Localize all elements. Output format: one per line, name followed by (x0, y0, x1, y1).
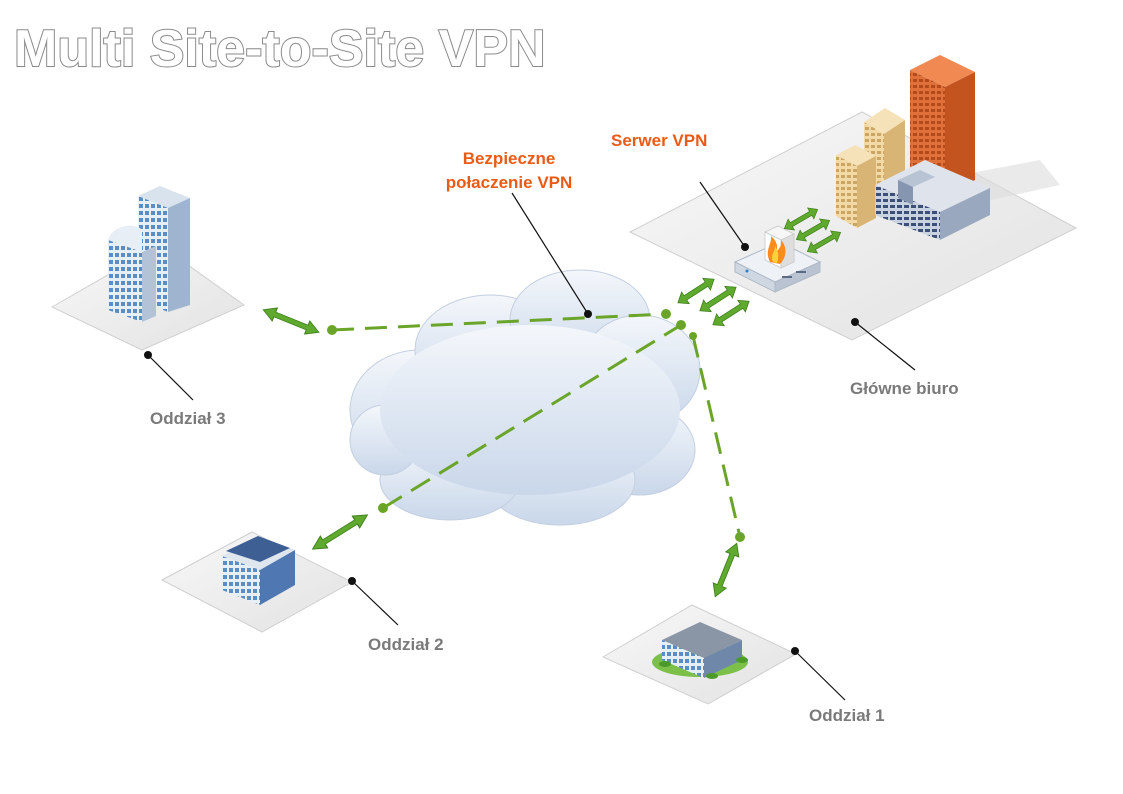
cloud-icon (349, 269, 701, 526)
branch2-label: Oddział 2 (368, 635, 444, 654)
branch3-label: Oddział 3 (150, 409, 226, 428)
vpn-server-label: Serwer VPN (611, 131, 707, 150)
branch1-label: Oddział 1 (809, 706, 885, 725)
building-icon (836, 55, 1060, 240)
building-icon (652, 622, 748, 679)
vpn-link-branch2 (382, 323, 682, 510)
main-office-label: Główne biuro (850, 379, 959, 398)
firewall-icon (764, 225, 795, 269)
vpn-connections (331, 312, 742, 538)
vpn-link-branch1 (691, 335, 742, 538)
secure-connection-label-line1: Bezpieczne (463, 149, 556, 168)
secure-connection-label-line2: połaczenie VPN (446, 173, 573, 192)
building-icon (108, 186, 190, 322)
leader-dots (144, 243, 859, 655)
connection-points (327, 309, 745, 542)
page-title: Multi Site-to-Site VPN (14, 20, 546, 78)
vpn-link-branch3 (331, 312, 667, 332)
leader-lines (147, 181, 916, 701)
building-icon (222, 536, 295, 605)
